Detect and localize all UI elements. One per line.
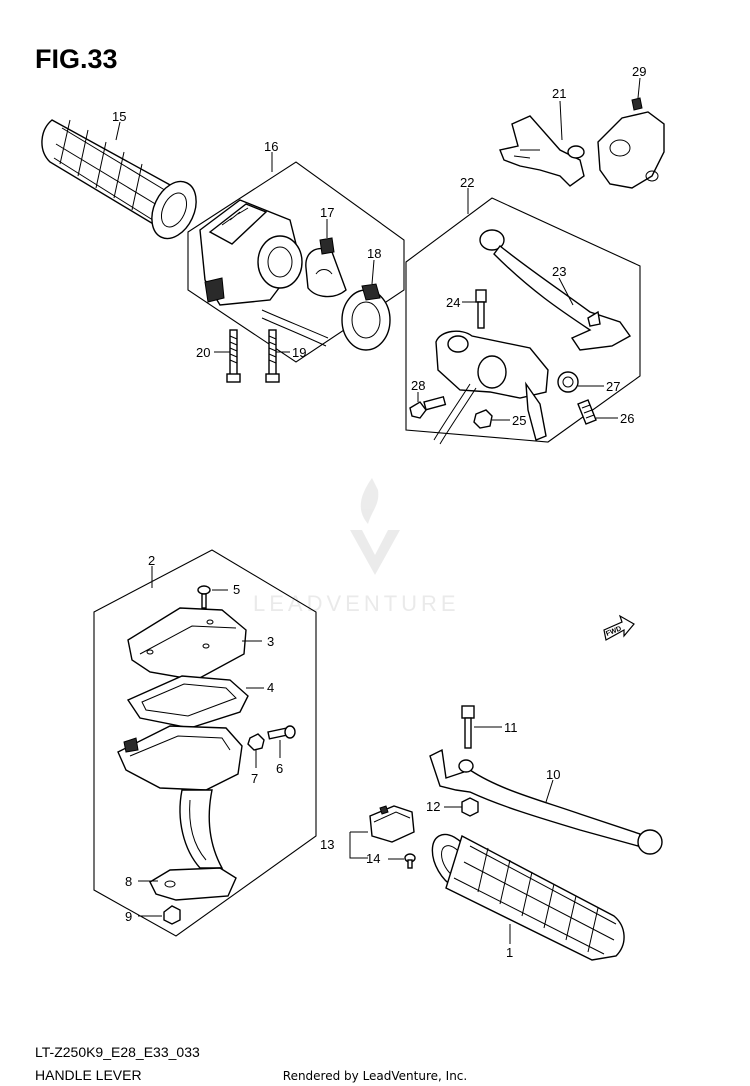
callout-26: 26: [620, 411, 634, 426]
figure-title: FIG.33: [35, 44, 118, 74]
group-16-box: [187, 161, 405, 363]
callout-4: 4: [267, 680, 274, 695]
part-19-screw[interactable]: [265, 329, 280, 383]
part-14-screw[interactable]: [404, 853, 416, 869]
callout-11: 11: [504, 720, 518, 735]
callout-7: 7: [251, 771, 258, 786]
part-29-housing[interactable]: [597, 97, 665, 189]
callout-5: 5: [233, 582, 240, 597]
diagram-caption: HANDLE LEVER: [35, 1067, 142, 1083]
part-21-bracket[interactable]: [499, 115, 585, 187]
callout-13: 13: [320, 837, 334, 852]
callout-1: 1: [506, 945, 513, 960]
part-13-switch[interactable]: [369, 805, 415, 843]
part-22-master-body[interactable]: [433, 330, 549, 445]
callout-20: 20: [196, 345, 210, 360]
callout-29: 29: [632, 64, 646, 79]
callout-8: 8: [125, 874, 132, 889]
callout-15: 15: [112, 109, 126, 124]
callout-6: 6: [276, 761, 283, 776]
part-12-nut[interactable]: [461, 797, 479, 817]
callout-24: 24: [446, 295, 460, 310]
part-23-lever[interactable]: [479, 229, 632, 351]
callout-22: 22: [460, 175, 474, 190]
part-28-bolt[interactable]: [409, 395, 447, 419]
callout-2: 2: [148, 553, 155, 568]
part-25-nut[interactable]: [473, 409, 493, 429]
part-17-collar[interactable]: [305, 237, 347, 298]
part-3-cover[interactable]: [127, 607, 247, 681]
diagram-code: LT-Z250K9_E28_E33_033: [35, 1044, 200, 1060]
watermark-text: LEADVENTURE: [253, 591, 460, 616]
part-11-pin[interactable]: [461, 705, 475, 749]
group-22-box: [405, 197, 641, 443]
part-2-throttle-housing[interactable]: [117, 725, 243, 869]
part-6-bolt[interactable]: [267, 725, 296, 740]
part-26-screw[interactable]: [577, 399, 597, 425]
part-10-lever[interactable]: [429, 748, 663, 855]
callout-28: 28: [411, 378, 425, 393]
callout-14: 14: [366, 851, 380, 866]
callout-23: 23: [552, 264, 566, 279]
callout-25: 25: [512, 413, 526, 428]
callout-10: 10: [546, 767, 560, 782]
callout-3: 3: [267, 634, 274, 649]
part-18-clamp[interactable]: [341, 283, 391, 351]
part-5-screw[interactable]: [197, 585, 211, 609]
callout-9: 9: [125, 909, 132, 924]
part-8-bracket[interactable]: [149, 867, 237, 901]
group-2-box: [93, 549, 317, 937]
callout-21: 21: [552, 86, 566, 101]
callout-18: 18: [367, 246, 381, 261]
callout-19: 19: [292, 345, 306, 360]
part-24-pin[interactable]: [475, 289, 487, 329]
part-1-grip-right[interactable]: [423, 827, 625, 961]
part-9-nut[interactable]: [163, 905, 181, 925]
leadventure-watermark: LEADVENTURE: [253, 478, 460, 616]
part-16-switch-assembly[interactable]: [199, 199, 329, 347]
part-20-screw[interactable]: [226, 329, 241, 383]
rendered-by-credit: Rendered by LeadVenture, Inc.: [282, 1069, 468, 1083]
part-7-nut[interactable]: [247, 733, 265, 751]
part-15-grip-left[interactable]: [41, 119, 205, 246]
callout-17: 17: [320, 205, 334, 220]
part-27-boot[interactable]: [557, 371, 579, 393]
fwd-arrow-icon: FWD: [603, 614, 635, 641]
callout-27: 27: [606, 379, 620, 394]
callout-12: 12: [426, 799, 440, 814]
part-4-gasket[interactable]: [126, 675, 249, 729]
callout-16: 16: [264, 139, 278, 154]
